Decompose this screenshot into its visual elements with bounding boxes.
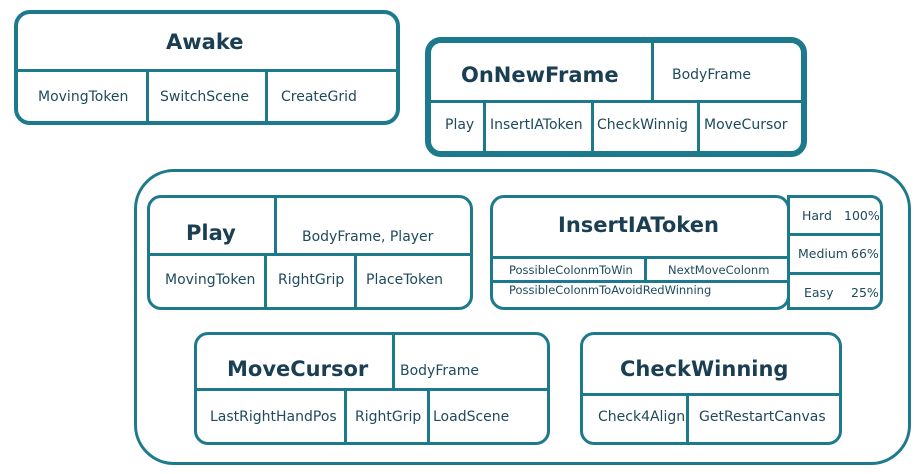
divider: [591, 101, 594, 151]
insertiatoken-item-possiblewin: PossibleColonmToWin: [509, 263, 633, 277]
onnewframe-box: [425, 37, 807, 157]
insertiatoken-item-avoidred: PossibleColonmToAvoidRedWinning: [509, 283, 712, 297]
movecursor-item-lastrighthandpos: LastRightHandPos: [210, 409, 337, 425]
onnewframe-item-checkwinnig: CheckWinnig: [597, 117, 689, 133]
play-item-rightgrip: RightGrip: [278, 272, 345, 288]
divider: [146, 70, 149, 122]
divider: [431, 100, 801, 103]
play-title: Play: [186, 221, 236, 245]
difficulty-hard-pct: 100%: [844, 208, 880, 223]
divider: [582, 393, 840, 396]
awake-box: [14, 10, 400, 125]
movecursor-param: BodyFrame: [400, 363, 479, 379]
divider: [644, 257, 647, 281]
play-item-movingtoken: MovingToken: [165, 272, 256, 288]
divider: [392, 334, 395, 389]
divider: [789, 233, 881, 236]
play-param: BodyFrame, Player: [302, 229, 434, 245]
movecursor-item-rightgrip: RightGrip: [355, 409, 422, 425]
divider: [427, 389, 430, 443]
divider: [16, 69, 398, 72]
divider: [789, 272, 881, 275]
divider: [686, 394, 689, 443]
checkwinning-item-check4align: Check4Align: [598, 409, 686, 425]
awake-item-switchscene: SwitchScene: [160, 89, 249, 105]
divider: [483, 101, 486, 151]
divider: [354, 254, 357, 308]
awake-item-creategrid: CreateGrid: [281, 89, 357, 105]
movecursor-title: MoveCursor: [227, 357, 369, 381]
divider: [264, 254, 267, 308]
difficulty-panel: [787, 195, 883, 310]
checkwinning-title: CheckWinning: [620, 357, 789, 381]
onnewframe-param: BodyFrame: [672, 67, 751, 83]
checkwinning-item-getrestartcanvas: GetRestartCanvas: [699, 409, 826, 425]
divider: [651, 43, 654, 101]
checkwinning-box: [580, 332, 842, 445]
play-item-placetoken: PlaceToken: [366, 272, 444, 288]
onnewframe-item-play: Play: [445, 117, 475, 133]
difficulty-medium-label: Medium: [798, 246, 848, 261]
divider: [274, 197, 277, 254]
divider: [344, 389, 347, 443]
onnewframe-item-movecursor: MoveCursor: [704, 117, 788, 133]
divider: [196, 388, 548, 391]
divider: [697, 101, 700, 151]
onnewframe-item-insertiatoken: InsertIAToken: [490, 117, 583, 133]
divider: [265, 70, 268, 122]
awake-item-movingtoken: MovingToken: [38, 89, 129, 105]
difficulty-easy-pct: 25%: [851, 285, 879, 300]
divider: [492, 280, 788, 283]
awake-title: Awake: [166, 30, 244, 54]
insertiatoken-title: InsertIAToken: [558, 213, 719, 237]
difficulty-medium-pct: 66%: [851, 246, 879, 261]
insertiatoken-item-nextmove: NextMoveColonm: [668, 263, 770, 277]
divider: [149, 253, 471, 256]
difficulty-hard-label: Hard: [802, 208, 832, 223]
divider: [492, 256, 788, 259]
onnewframe-title: OnNewFrame: [461, 63, 619, 87]
difficulty-easy-label: Easy: [804, 285, 834, 300]
play-box: [147, 195, 473, 310]
movecursor-item-loadscene: LoadScene: [433, 409, 510, 425]
